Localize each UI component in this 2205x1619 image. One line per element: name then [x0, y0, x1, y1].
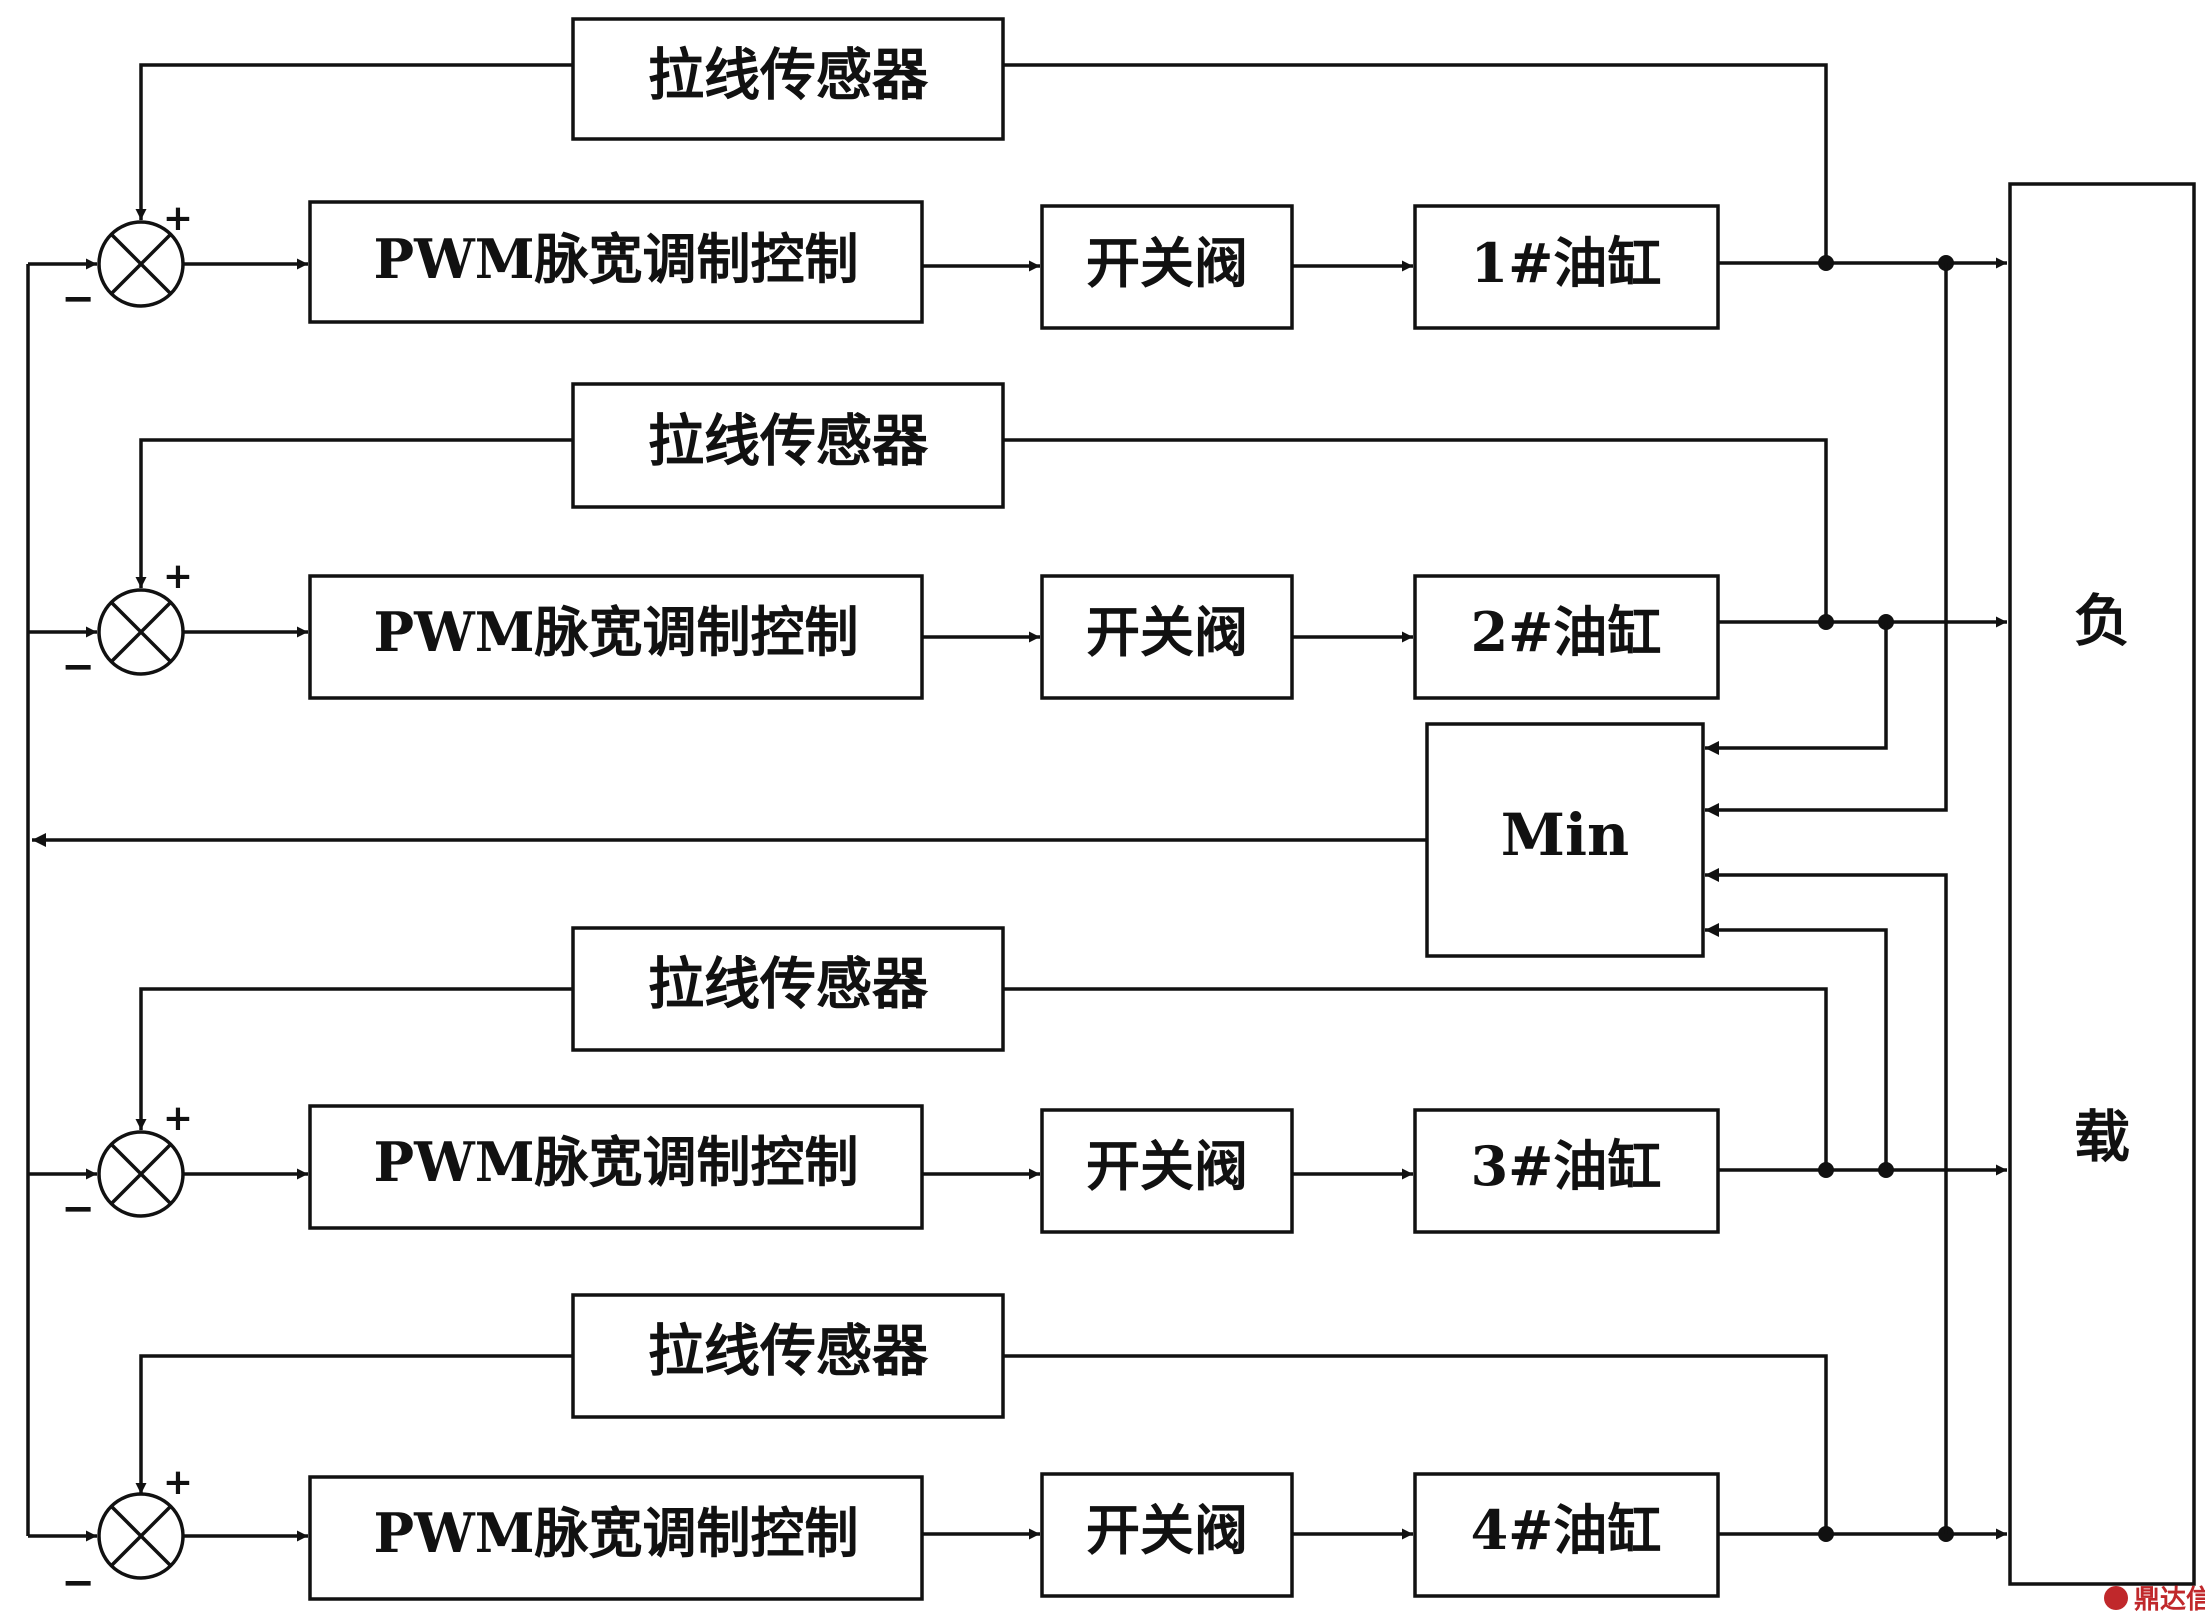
min-block	[1425, 722, 1705, 958]
wire-sensor-label-2: 拉线传感器	[648, 409, 929, 475]
junction-dot-1a	[1818, 255, 1834, 271]
switch-valve-box-2	[1040, 574, 1294, 700]
wire-feedback-to-sensor-4	[1003, 1354, 1828, 1534]
wire-sensor-box-2	[571, 382, 1005, 509]
load-block	[2008, 182, 2196, 1586]
minus-sign-1: −	[61, 276, 95, 322]
wire-feedback-to-sensor-1	[1003, 63, 1828, 263]
switch-valve-label-3: 开关阀	[1086, 1134, 1248, 1198]
cylinder-box-4	[1413, 1472, 1720, 1598]
wire-feedback-to-sensor-3	[1003, 987, 1828, 1170]
cylinder-label-3: 3#油缸	[1471, 1134, 1662, 1198]
switch-valve-label-2: 开关阀	[1086, 600, 1248, 664]
watermark-text: 鼎达信	[2134, 1585, 2205, 1615]
wire-ch2-to-min	[1705, 622, 1888, 755]
pwm-controller-label-2: PWM脉宽调制控制	[373, 600, 858, 664]
wire-sensor-to-sum-3	[135, 987, 573, 1130]
junction-dot-4a	[1818, 1526, 1834, 1542]
channel-4: 拉线传感器 + − PWM脉宽调制控制 开关阀 4#油缸	[28, 1293, 2007, 1606]
load-label-bottom: 载	[2074, 1105, 2130, 1171]
switch-valve-box-1	[1040, 204, 1294, 330]
minus-sign-4: −	[61, 1560, 95, 1606]
wire-sensor-to-sum-2	[135, 438, 573, 588]
channel-1: 拉线传感器 + − PWM脉宽调制控制 开关阀 1#油缸	[28, 17, 2007, 330]
load-section: 负 载	[2008, 182, 2196, 1586]
cylinder-label-2: 2#油缸	[1471, 600, 1662, 664]
wire-sensor-label-1: 拉线传感器	[648, 43, 929, 109]
plus-sign-1: +	[163, 198, 193, 239]
wire-feedback-to-sensor-2	[1003, 438, 1828, 622]
wire-ch4-to-min	[1705, 868, 1948, 1534]
switch-valve-box-4	[1040, 1472, 1294, 1598]
junction-dot-3a	[1818, 1162, 1834, 1178]
plus-sign-2: +	[163, 556, 193, 597]
wire-sensor-box-1	[571, 17, 1005, 141]
wire-sensor-label-4: 拉线传感器	[648, 1319, 929, 1385]
switch-valve-box-3	[1040, 1108, 1294, 1234]
minus-sign-3: −	[61, 1186, 95, 1232]
wire-sensor-to-sum-4	[135, 1354, 573, 1494]
wire-sensor-box-4	[571, 1293, 1005, 1419]
pwm-controller-label-1: PWM脉宽调制控制	[373, 227, 858, 291]
cylinder-label-1: 1#油缸	[1471, 231, 1662, 295]
watermark: 鼎达信	[2104, 1585, 2205, 1615]
pwm-controller-box-1	[308, 200, 924, 324]
cylinder-box-2	[1413, 574, 1720, 700]
junction-dot-2a	[1818, 614, 1834, 630]
channel-2: 拉线传感器 + − PWM脉宽调制控制 开关阀 2#油缸	[28, 382, 2007, 700]
wire-sensor-to-sum-1	[135, 63, 573, 220]
pwm-controller-label-4: PWM脉宽调制控制	[373, 1501, 858, 1565]
watermark-icon	[2104, 1586, 2128, 1610]
pwm-controller-box-2	[308, 574, 924, 700]
switch-valve-label-4: 开关阀	[1086, 1498, 1248, 1562]
switch-valve-label-1: 开关阀	[1086, 231, 1248, 295]
min-block-label: Min	[1501, 801, 1629, 869]
wire-ch1-to-min	[1705, 263, 1948, 817]
cylinder-label-4: 4#油缸	[1471, 1498, 1662, 1562]
pwm-controller-box-4	[308, 1475, 924, 1601]
cylinder-box-3	[1413, 1108, 1720, 1234]
minus-sign-2: −	[61, 644, 95, 690]
wire-sensor-label-3: 拉线传感器	[648, 952, 929, 1018]
plus-sign-4: +	[163, 1462, 193, 1503]
plus-sign-3: +	[163, 1098, 193, 1139]
pwm-controller-label-3: PWM脉宽调制控制	[373, 1130, 858, 1194]
min-section: Min	[26, 263, 1948, 1536]
wire-ch3-to-min	[1705, 923, 1888, 1170]
cylinder-box-1	[1413, 204, 1720, 330]
load-label-top: 负	[2074, 589, 2130, 655]
channel-3: 拉线传感器 + − PWM脉宽调制控制 开关阀 3#油缸	[28, 926, 2007, 1234]
pwm-controller-box-3	[308, 1104, 924, 1230]
